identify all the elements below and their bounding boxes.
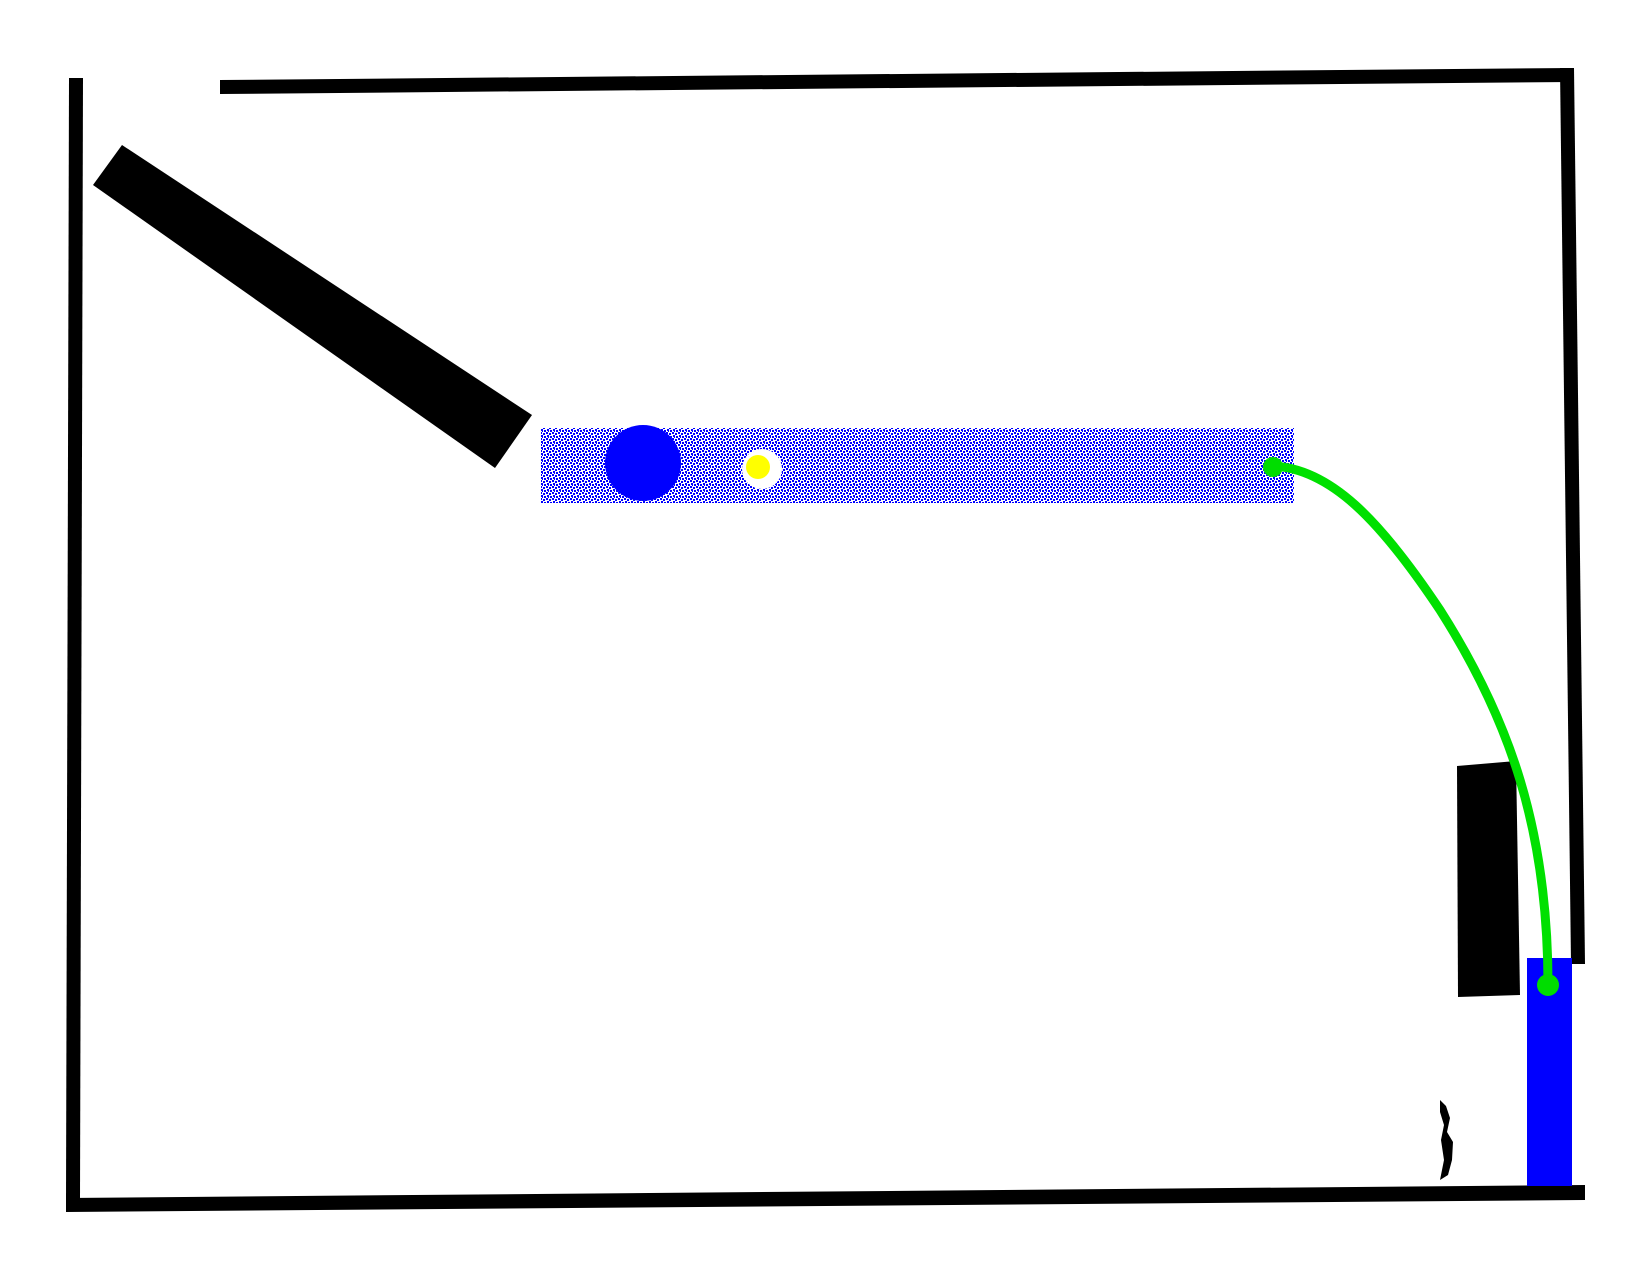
- goal-marker-icon: [605, 425, 681, 501]
- path-end-marker-icon: [1537, 974, 1559, 996]
- planned-path: [1267, 461, 1553, 990]
- path-start-marker-icon: [1263, 457, 1283, 477]
- diagonal-obstacle: [93, 145, 532, 468]
- debris-mark: [1440, 1100, 1453, 1180]
- wall-left: [66, 78, 83, 1200]
- wall-bottom: [66, 1185, 1585, 1212]
- wall-right: [1560, 68, 1585, 964]
- wall-top: [220, 68, 1573, 94]
- outer-walls: [66, 68, 1585, 1212]
- vertical-obstacle: [1457, 761, 1520, 997]
- agent-marker-icon: [746, 455, 770, 479]
- target-zone-bar: [1527, 958, 1572, 1186]
